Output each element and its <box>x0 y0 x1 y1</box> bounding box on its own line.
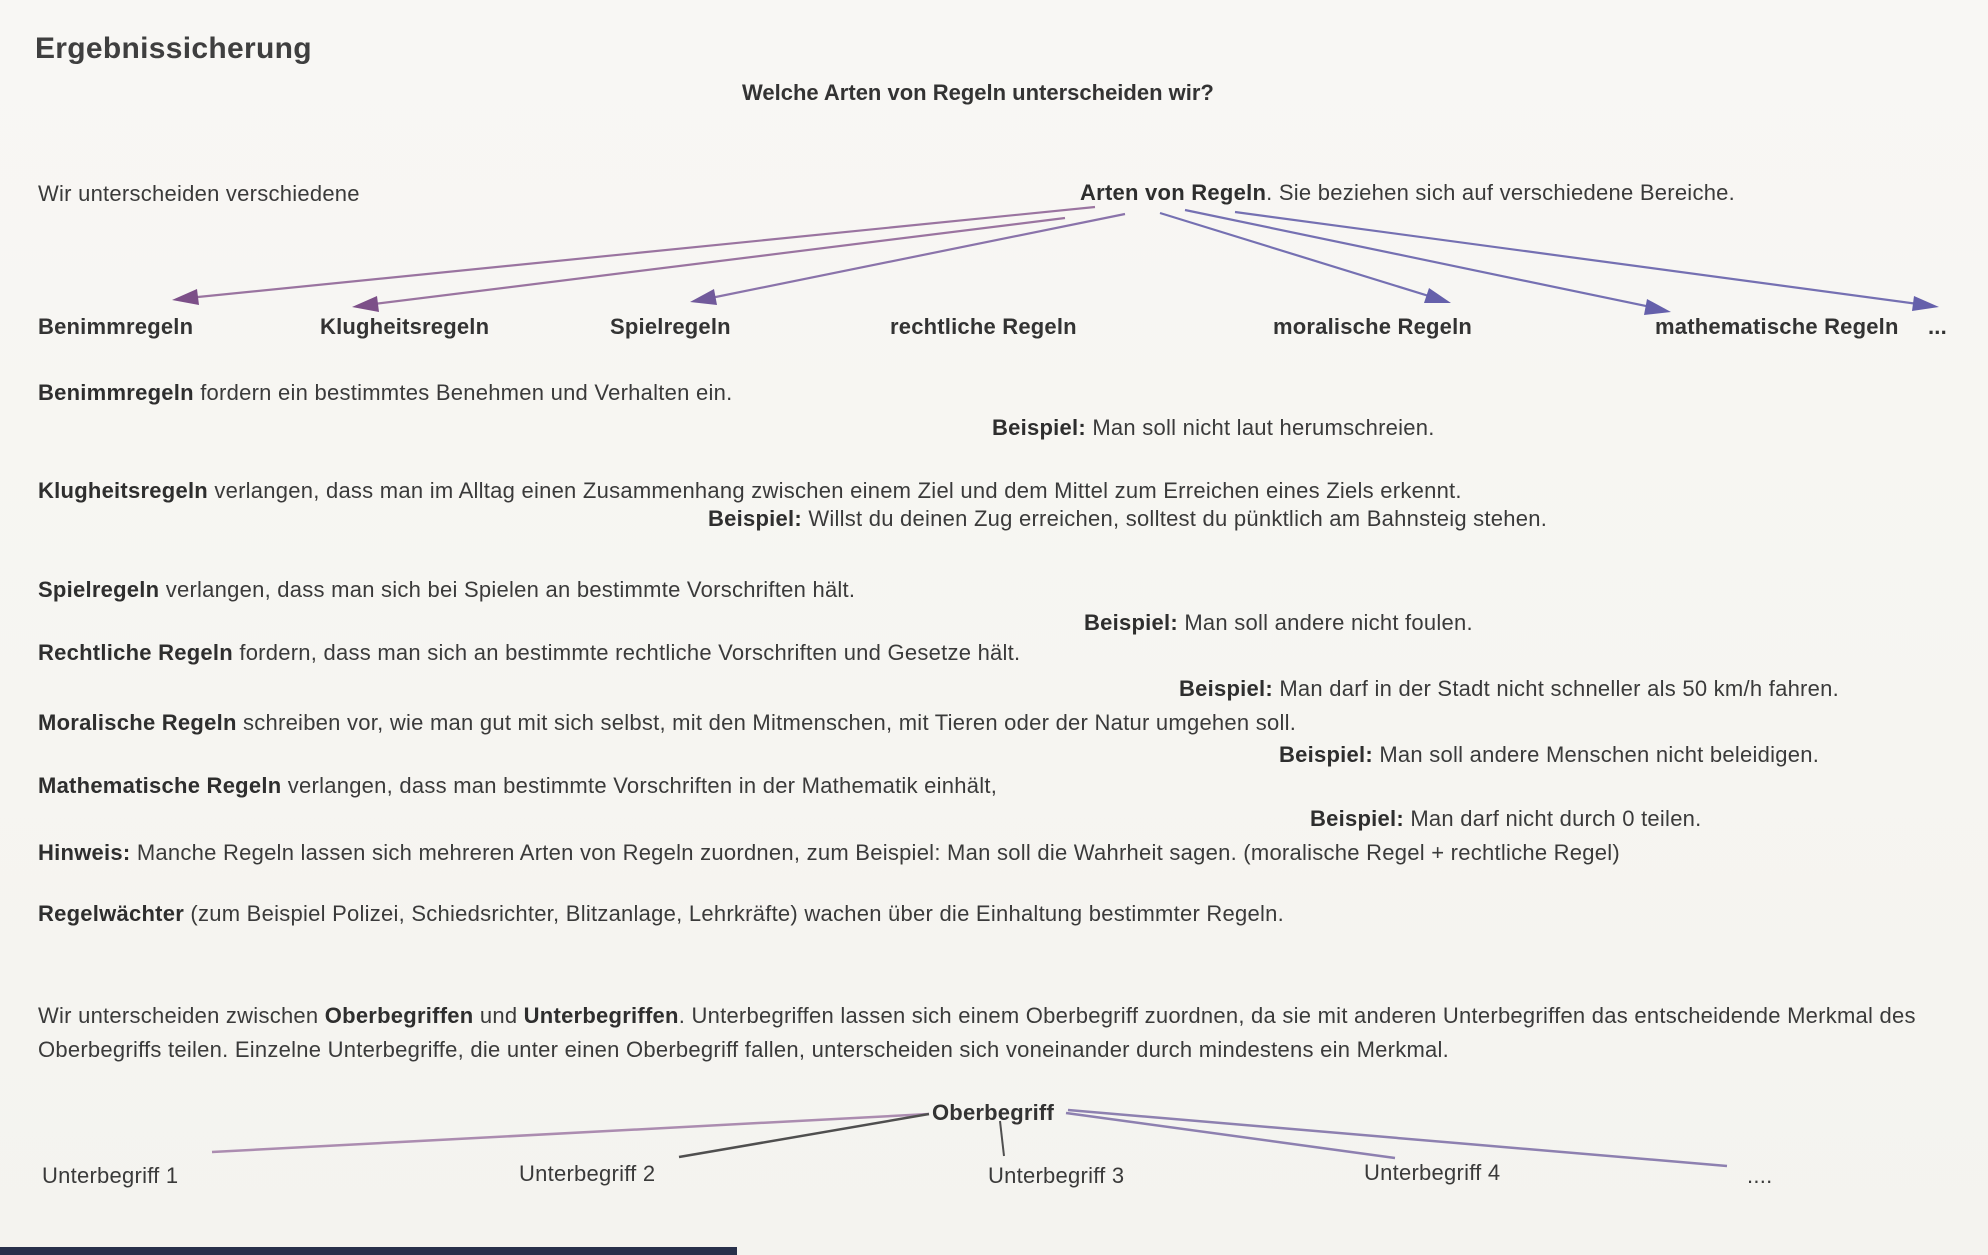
arrowhead-spielregeln-icon <box>690 289 717 305</box>
definition-text: verlangen, dass man bestimmte Vorschrift… <box>281 773 998 798</box>
begriffe-text-2: und <box>473 1003 524 1028</box>
example-label: Beispiel: <box>1179 676 1273 701</box>
unterbegriff-4-node: Unterbegriff 4 <box>1364 1160 1501 1185</box>
arrow-line-spielregeln <box>695 212 1126 303</box>
arrow-line-benimmregeln <box>177 205 1096 301</box>
definition-text: verlangen, dass man sich bei Spielen an … <box>159 577 856 602</box>
begriffe-bold-oberbegriffen: Oberbegriffen <box>324 1003 474 1028</box>
definition-moralische-regeln: Moralische Regeln schreiben vor, wie man… <box>38 710 1296 736</box>
definition-term: Spielregeln <box>38 577 160 602</box>
example-text: Willst du deinen Zug erreichen, solltest… <box>801 506 1548 531</box>
definition-text: fordern ein bestimmtes Benehmen und Verh… <box>193 380 733 405</box>
rule-type-moralische-regeln: moralische Regeln <box>1273 314 1473 339</box>
regelwaechter-line: Regelwächter (zum Beispiel Polizei, Schi… <box>38 901 1284 927</box>
example-klugheitsregeln: Beispiel: Willst du deinen Zug erreichen… <box>708 506 1547 532</box>
line-oberbegriff-unterbegriff3 <box>999 1120 1005 1157</box>
scan-edge-bar <box>0 1247 737 1255</box>
rule-type-rechtliche-regeln: rechtliche Regeln <box>890 314 1077 339</box>
rule-type-ellipsis: ... <box>1928 314 1947 339</box>
definition-term: Benimmregeln <box>38 380 194 405</box>
intro-bold-term: Arten von Regeln <box>1080 180 1267 205</box>
arrowhead-benimmregeln-icon <box>172 289 199 305</box>
arrowhead-klugheitsregeln-icon <box>352 296 379 312</box>
definition-text: verlangen, dass man im Alltag einen Zusa… <box>208 478 1462 503</box>
rule-type-mathematische-regeln: mathematische Regeln <box>1655 314 1899 339</box>
unterbegriff-ellipsis-node: .... <box>1747 1163 1773 1188</box>
unterbegriff-3-node: Unterbegriff 3 <box>988 1163 1125 1188</box>
definition-rechtliche-regeln: Rechtliche Regeln fordern, dass man sich… <box>38 640 1020 666</box>
page-title: Ergebnissicherung <box>35 32 312 65</box>
intro-left-text: Wir unterscheiden verschiedene <box>38 181 360 206</box>
arrowhead-moralische-regeln-icon <box>1424 288 1451 303</box>
example-label: Beispiel: <box>1279 742 1373 767</box>
example-text: Man soll nicht laut herumschreien. <box>1085 415 1435 440</box>
line-oberbegriff-unterbegriff4 <box>1065 1111 1396 1160</box>
definition-text: schreiben vor, wie man gut mit sich selb… <box>236 710 1297 735</box>
definition-klugheitsregeln: Klugheitsregeln verlangen, dass man im A… <box>38 478 1462 504</box>
example-text: Man soll andere Menschen nicht beleidige… <box>1372 742 1820 767</box>
unterbegriff-1-node: Unterbegriff 1 <box>42 1163 179 1188</box>
definition-benimmregeln: Benimmregeln fordern ein bestimmtes Bene… <box>38 380 732 406</box>
example-label: Beispiel: <box>708 506 802 531</box>
arrow-line-mathematische-regeln <box>1184 208 1666 312</box>
example-mathematische-regeln: Beispiel: Man darf nicht durch 0 teilen. <box>1310 806 1702 832</box>
line-oberbegriff-weitere <box>1067 1108 1728 1168</box>
arrowhead-mathematische-regeln-icon <box>1644 299 1671 315</box>
arrow-line-weitere-regeln <box>1234 210 1934 308</box>
oberbegriff-node: Oberbegriff <box>932 1100 1054 1125</box>
begriffe-text-1: Wir unterscheiden zwischen <box>38 1003 325 1028</box>
example-label: Beispiel: <box>992 415 1086 440</box>
definition-term: Moralische Regeln <box>38 710 237 735</box>
line-oberbegriff-unterbegriff1 <box>211 1112 930 1154</box>
hinweis-text: Manche Regeln lassen sich mehreren Arten… <box>130 840 1620 865</box>
hinweis-line: Hinweis: Manche Regeln lassen sich mehre… <box>38 840 1620 866</box>
unterbegriff-2-node: Unterbegriff 2 <box>519 1161 656 1186</box>
question-heading: Welche Arten von Regeln unterscheiden wi… <box>742 80 1214 105</box>
line-oberbegriff-unterbegriff2 <box>678 1112 930 1159</box>
example-benimmregeln: Beispiel: Man soll nicht laut herumschre… <box>992 415 1435 441</box>
rule-type-klugheitsregeln: Klugheitsregeln <box>320 314 490 339</box>
arrowhead-weitere-regeln-icon <box>1912 296 1939 311</box>
regelwaechter-term: Regelwächter <box>38 901 185 926</box>
example-text: Man soll andere nicht foulen. <box>1177 610 1473 635</box>
definition-term: Mathematische Regeln <box>38 773 282 798</box>
example-text: Man darf in der Stadt nicht schneller al… <box>1272 676 1839 701</box>
regelwaechter-text: (zum Beispiel Polizei, Schiedsrichter, B… <box>184 901 1284 926</box>
definition-text: fordern, dass man sich an bestimmte rech… <box>232 640 1021 665</box>
arrow-line-moralische-regeln <box>1159 211 1446 303</box>
begriffe-paragraph: Wir unterscheiden zwischen Oberbegriffen… <box>38 999 1968 1067</box>
definition-term: Klugheitsregeln <box>38 478 208 503</box>
intro-right-text: Arten von Regeln. Sie beziehen sich auf … <box>1080 180 1735 206</box>
example-text: Man darf nicht durch 0 teilen. <box>1403 806 1702 831</box>
definition-term: Rechtliche Regeln <box>38 640 233 665</box>
example-moralische-regeln: Beispiel: Man soll andere Menschen nicht… <box>1279 742 1819 768</box>
definition-mathematische-regeln: Mathematische Regeln verlangen, dass man… <box>38 773 997 799</box>
example-label: Beispiel: <box>1310 806 1404 831</box>
example-spielregeln: Beispiel: Man soll andere nicht foulen. <box>1084 610 1473 636</box>
rule-type-benimmregeln: Benimmregeln <box>38 314 194 339</box>
arrow-line-klugheitsregeln <box>357 216 1066 308</box>
example-rechtliche-regeln: Beispiel: Man darf in der Stadt nicht sc… <box>1179 676 1839 702</box>
intro-rest-text: . Sie beziehen sich auf verschiedene Ber… <box>1266 180 1736 205</box>
rule-type-spielregeln: Spielregeln <box>610 314 731 339</box>
definition-spielregeln: Spielregeln verlangen, dass man sich bei… <box>38 577 855 603</box>
begriffe-text-3: . Unterbegriffen lassen sich einem Oberb… <box>38 1003 1916 1062</box>
hinweis-label: Hinweis: <box>38 840 131 865</box>
begriffe-bold-unterbegriffen: Unterbegriffen <box>523 1003 679 1028</box>
example-label: Beispiel: <box>1084 610 1178 635</box>
